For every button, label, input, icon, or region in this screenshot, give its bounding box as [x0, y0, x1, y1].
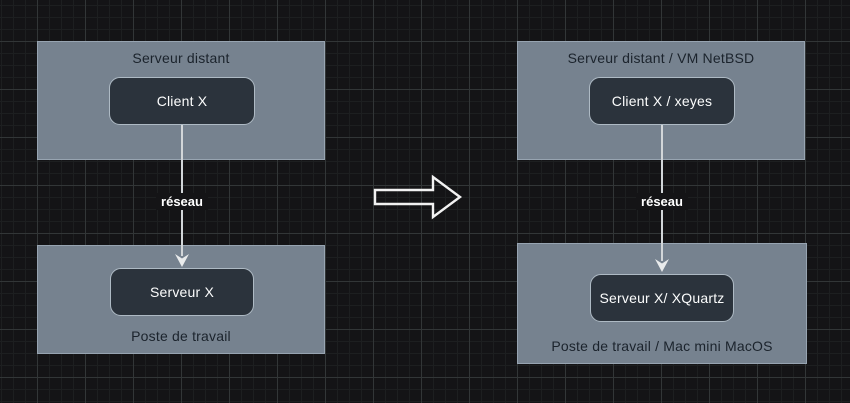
edge-label-reseau: réseau [156, 193, 208, 210]
edge-line [181, 125, 183, 256]
arrowhead-down-icon [655, 259, 669, 272]
edge-label-reseau: réseau [636, 193, 688, 210]
node-client-x: Client X [109, 77, 255, 125]
container-title: Serveur distant [132, 50, 230, 66]
hollow-right-arrow-icon [373, 174, 463, 220]
container-title: Poste de travail / Mac mini MacOS [551, 338, 773, 354]
container-title: Serveur distant / VM NetBSD [567, 50, 755, 66]
arrowhead-down-icon [175, 254, 189, 267]
node-serveur-x: Serveur X [110, 268, 254, 316]
node-client-x-xeyes: Client X / xeyes [589, 77, 735, 125]
node-serveur-x-xquartz: Serveur X/ XQuartz [590, 274, 734, 322]
container-title: Poste de travail [131, 328, 231, 344]
